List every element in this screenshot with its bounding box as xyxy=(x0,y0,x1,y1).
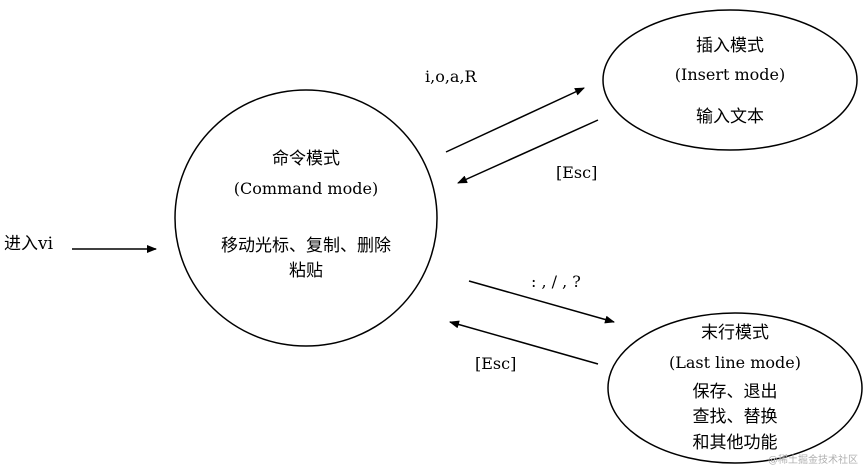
command-to-insert-edge: i,o,a,R xyxy=(425,67,585,153)
last-line-mode-ellipse xyxy=(607,312,863,464)
command-mode-desc-line2: 粘贴 xyxy=(289,261,323,281)
command-to-last-line-edge: : , / , ? xyxy=(468,272,615,324)
last-line-to-command-edge: [Esc] xyxy=(449,320,599,373)
insert-mode-ellipse xyxy=(602,9,858,151)
last-line-mode-desc-line3: 和其他功能 xyxy=(693,433,778,453)
insert-mode-subtitle: (Insert mode) xyxy=(675,65,785,84)
command-mode-ellipse xyxy=(174,89,438,347)
last-line-esc-label: [Esc] xyxy=(475,354,516,373)
command-mode-title: 命令模式 xyxy=(272,149,340,169)
watermark: @稀土掘金技术社区 xyxy=(768,455,858,466)
enter-vi-label: 进入vi xyxy=(4,234,54,254)
to-insert-arrow xyxy=(445,87,585,153)
last-line-esc-arrow xyxy=(449,320,599,365)
insert-esc-arrow xyxy=(457,119,599,184)
insert-mode-title: 插入模式 xyxy=(696,36,764,56)
insert-mode-desc: 输入文本 xyxy=(696,107,764,127)
insert-esc-label: [Esc] xyxy=(556,163,597,182)
last-line-mode-subtitle: (Last line mode) xyxy=(669,353,801,372)
to-last-line-arrow xyxy=(468,280,615,324)
command-mode-desc-line1: 移动光标、复制、删除 xyxy=(221,236,391,256)
to-last-line-label: : , / , ? xyxy=(531,272,581,291)
last-line-mode-title: 末行模式 xyxy=(701,323,769,343)
last-line-mode-node: 末行模式 (Last line mode) 保存、退出 查找、替换 和其他功能 xyxy=(607,312,863,464)
command-mode-node: 命令模式 (Command mode) 移动光标、复制、删除 粘贴 xyxy=(174,89,438,347)
command-mode-subtitle: (Command mode) xyxy=(234,179,378,198)
insert-to-command-edge: [Esc] xyxy=(457,119,599,184)
enter-vi-edge: 进入vi xyxy=(4,234,157,254)
last-line-mode-desc-line1: 保存、退出 xyxy=(693,382,778,402)
to-insert-label: i,o,a,R xyxy=(425,67,478,86)
last-line-mode-desc-line2: 查找、替换 xyxy=(693,407,778,427)
insert-mode-node: 插入模式 (Insert mode) 输入文本 xyxy=(602,9,858,151)
